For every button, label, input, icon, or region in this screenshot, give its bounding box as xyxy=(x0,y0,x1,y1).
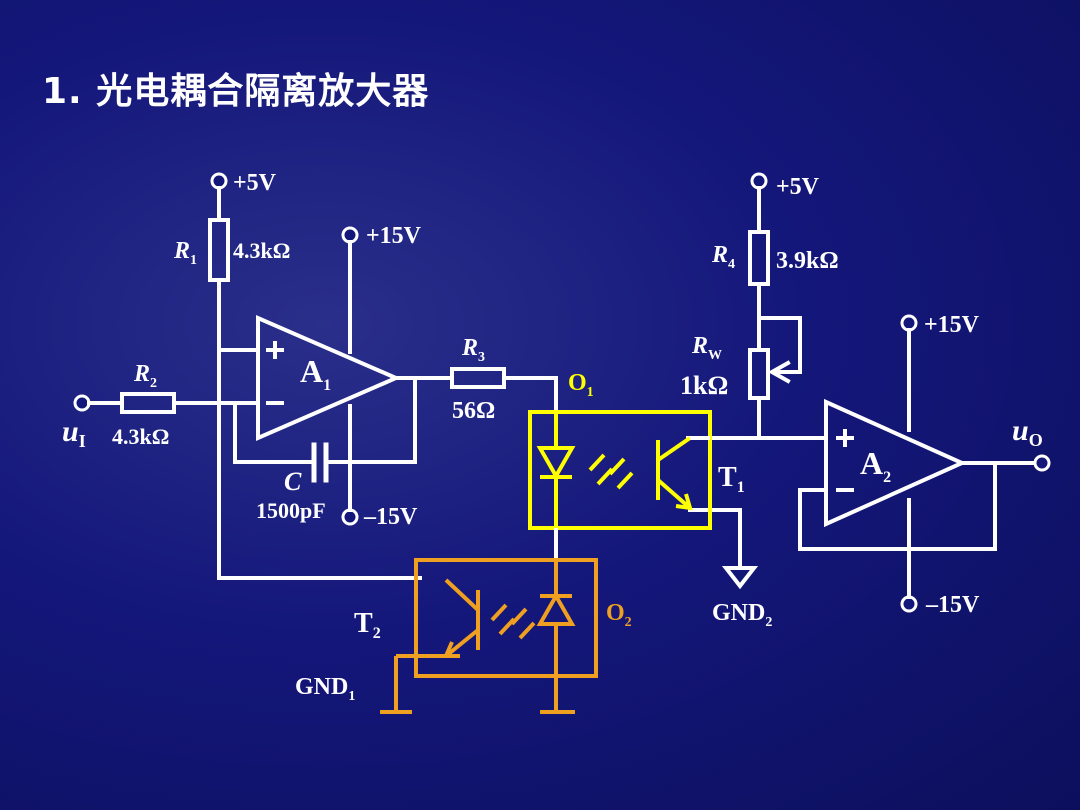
r1-value: 4.3kΩ xyxy=(233,238,290,263)
t2-label: T2 xyxy=(354,608,381,642)
optocoupler-o1 xyxy=(528,410,712,530)
r4-value: 3.9kΩ xyxy=(776,248,839,274)
gnd2-label: GND2 xyxy=(712,600,772,630)
plus15-a1-label: +15V xyxy=(366,223,422,249)
vcc1-terminal xyxy=(210,172,228,190)
vcc2-terminal xyxy=(750,172,768,190)
r4-resistor xyxy=(748,230,770,286)
rw-potentiometer xyxy=(748,348,770,400)
r3-resistor xyxy=(450,367,506,389)
op-amp-a2 xyxy=(824,398,967,528)
capacitor-label: C xyxy=(284,467,302,496)
r1-label: R1 xyxy=(173,238,197,268)
r2-resistor xyxy=(120,392,176,414)
r2-label: R2 xyxy=(133,361,157,391)
o1-label: O1 xyxy=(568,370,594,400)
gnd2-symbol xyxy=(721,566,759,590)
input-terminal-ui xyxy=(73,394,91,412)
plus15-a2-label: +15V xyxy=(924,312,980,338)
minus15-a2-label: –15V xyxy=(925,592,980,618)
rw-label: RW xyxy=(691,333,722,363)
vcc1-label: +5V xyxy=(233,170,277,196)
minus15-a1-label: –15V xyxy=(363,504,418,530)
r2-value: 4.3kΩ xyxy=(112,424,169,449)
rw-value: 1kΩ xyxy=(680,371,728,400)
r3-label: R3 xyxy=(461,335,485,365)
optocoupler-o2 xyxy=(380,558,598,714)
slide-title: 1. 光电耦合隔离放大器 xyxy=(42,71,430,112)
r4-label: R4 xyxy=(711,242,735,272)
a1-label: A1 xyxy=(300,353,331,394)
output-terminal-uo xyxy=(1033,454,1051,472)
a2-label: A2 xyxy=(860,445,891,486)
op-amp-a1 xyxy=(256,314,402,442)
plus15-a2-terminal xyxy=(900,314,918,332)
minus15-a1-terminal xyxy=(341,508,359,526)
vcc2-label: +5V xyxy=(776,174,820,200)
t1-label: T1 xyxy=(718,462,745,496)
plus15-a1-terminal xyxy=(341,226,359,244)
o2-label: O2 xyxy=(606,600,632,630)
gnd1-label: GND1 xyxy=(295,674,355,704)
minus15-a2-terminal xyxy=(900,595,918,613)
capacitor-value: 1500pF xyxy=(256,498,326,523)
r1-resistor xyxy=(208,218,230,282)
uo-label: uO xyxy=(1012,414,1043,450)
r3-value: 56Ω xyxy=(452,398,495,424)
ui-label: uI xyxy=(62,415,86,451)
